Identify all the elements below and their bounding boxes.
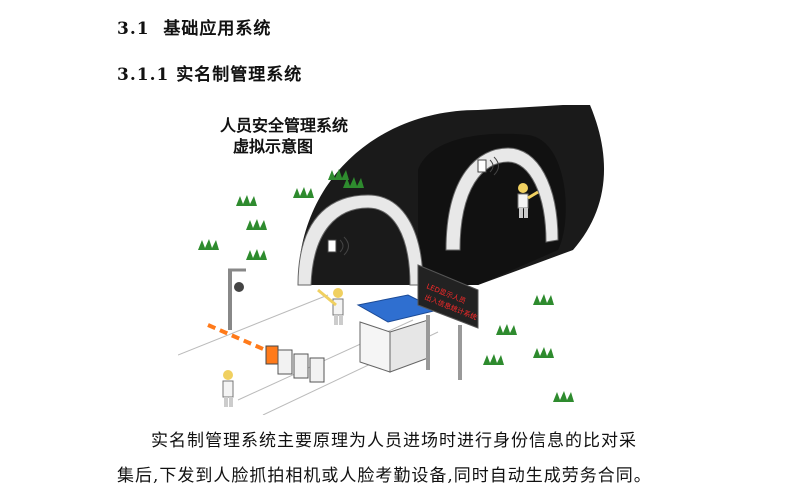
section-heading: 3.1 基础应用系统 bbox=[117, 14, 271, 39]
section-number: 3.1 bbox=[117, 19, 150, 39]
subsection-heading: 3.1.1 实名制管理系统 bbox=[117, 60, 302, 85]
figure-title-line1: 人员安全管理系统 bbox=[220, 116, 348, 135]
barrier-gate bbox=[207, 323, 325, 383]
worker-gate bbox=[317, 288, 344, 325]
tunnel bbox=[297, 105, 605, 286]
system-diagram-figure: 人员安全管理系统 虚拟示意图 bbox=[178, 100, 613, 415]
subsection-title: 实名制管理系统 bbox=[176, 65, 303, 85]
worker-road bbox=[222, 370, 234, 407]
paragraph-line-1: 实名制管理系统主要原理为人员进场时进行身份信息的比对采 bbox=[151, 431, 637, 451]
body-paragraph: 实名制管理系统主要原理为人员进场时进行身份信息的比对采 集后,下发到人脸抓拍相机… bbox=[117, 424, 677, 494]
system-diagram-svg: 人员安全管理系统 虚拟示意图 bbox=[178, 105, 605, 415]
grass-patches bbox=[198, 169, 574, 402]
worker-tunnel bbox=[517, 183, 539, 218]
camera-pole bbox=[228, 268, 246, 330]
led-board: LED显示人员 出入信息统计系统 bbox=[417, 264, 479, 380]
section-title: 基础应用系统 bbox=[163, 19, 272, 39]
guard-booth bbox=[356, 294, 440, 373]
figure-title-line2: 虚拟示意图 bbox=[233, 137, 313, 156]
paragraph-line-2: 集后,下发到人脸抓拍相机或人脸考勤设备,同时自动生成劳务合同。 bbox=[117, 466, 652, 486]
subsection-number: 3.1.1 bbox=[117, 65, 170, 85]
worker-figures bbox=[222, 183, 539, 407]
